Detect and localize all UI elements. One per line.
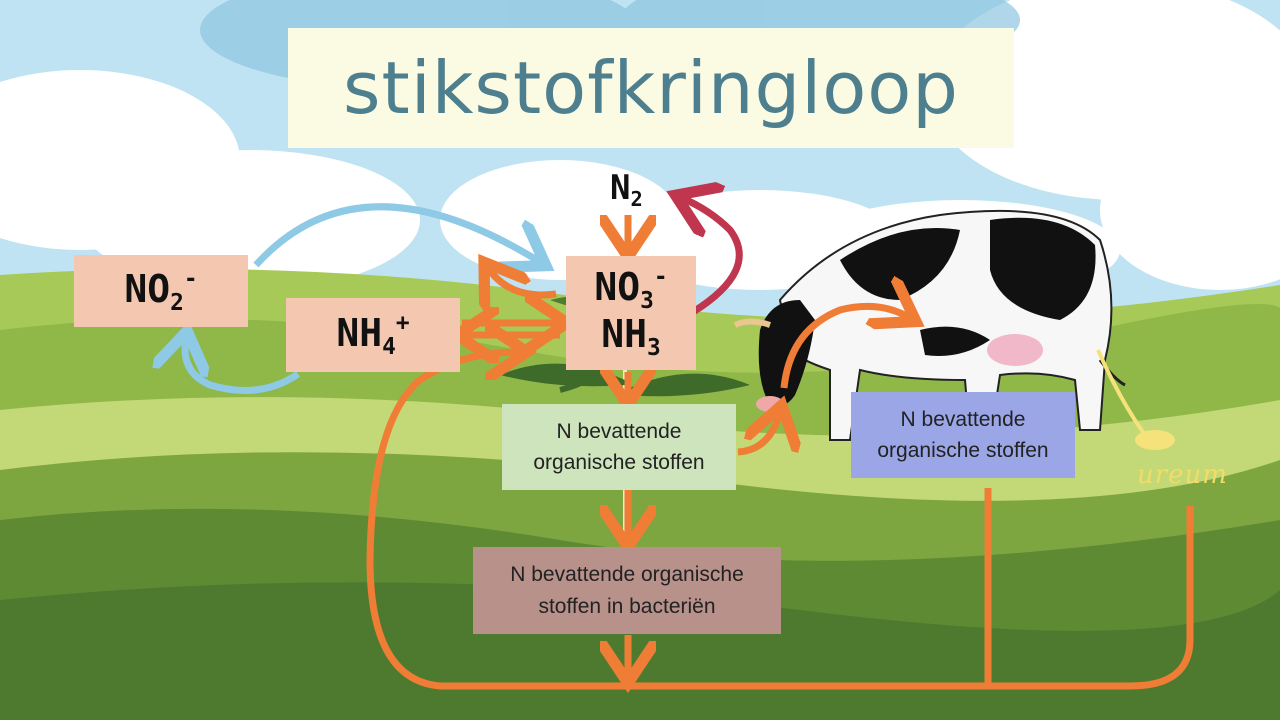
nitrate-ammonia-box: NO3- NH3 bbox=[566, 256, 696, 370]
nitrite-arrow bbox=[185, 338, 300, 394]
plant-organic-box: N bevattende organische stoffen bbox=[502, 404, 736, 490]
plant-organic-label: N bevattende organische stoffen bbox=[533, 419, 705, 475]
cow-icon bbox=[733, 209, 1126, 441]
ammonia-subscript: 3 bbox=[647, 334, 661, 361]
nitrogen-gas-label: N2 bbox=[610, 168, 643, 211]
denitrification-arrow bbox=[682, 198, 743, 315]
title-box: stikstofkringloop bbox=[288, 28, 1014, 148]
nitrite-charge: - bbox=[183, 266, 198, 293]
nitrite-formula: NO2- bbox=[124, 266, 197, 316]
nitrification-arrow bbox=[253, 203, 540, 265]
bacteria-organic-label: N bevattende organische stoffen in bacte… bbox=[510, 563, 744, 618]
nitrate-base: NO bbox=[594, 264, 641, 309]
nitrate-charge: - bbox=[653, 263, 668, 290]
ammonia-base: NH bbox=[601, 311, 648, 356]
ureum-label: ureum bbox=[1137, 460, 1228, 490]
page-title: stikstofkringloop bbox=[342, 46, 960, 130]
nitrate-formula: NO3- bbox=[594, 263, 668, 314]
nitrite-box: NO2- bbox=[74, 255, 248, 327]
ammonium-charge: + bbox=[395, 310, 410, 337]
nitrite-subscript: 2 bbox=[170, 289, 184, 316]
ammonia-formula: NH3 bbox=[601, 311, 661, 361]
nitrite-base: NO bbox=[124, 266, 171, 311]
cow-organic-box: N bevattende organische stoffen bbox=[851, 392, 1075, 478]
ammonium-subscript: 4 bbox=[382, 333, 396, 360]
cow-organic-label: N bevattende organische stoffen bbox=[877, 407, 1049, 463]
ammonium-box: NH4+ bbox=[286, 298, 460, 372]
ammonium-formula: NH4+ bbox=[336, 310, 409, 360]
bacteria-organic-box: N bevattende organische stoffen in bacte… bbox=[473, 547, 781, 634]
nitrogen-subscript: 2 bbox=[630, 187, 643, 212]
nitrogen-base: N bbox=[610, 168, 631, 208]
nitrate-subscript: 3 bbox=[640, 287, 654, 314]
ammonium-base: NH bbox=[336, 310, 383, 355]
urine-stream-icon bbox=[1096, 349, 1175, 450]
